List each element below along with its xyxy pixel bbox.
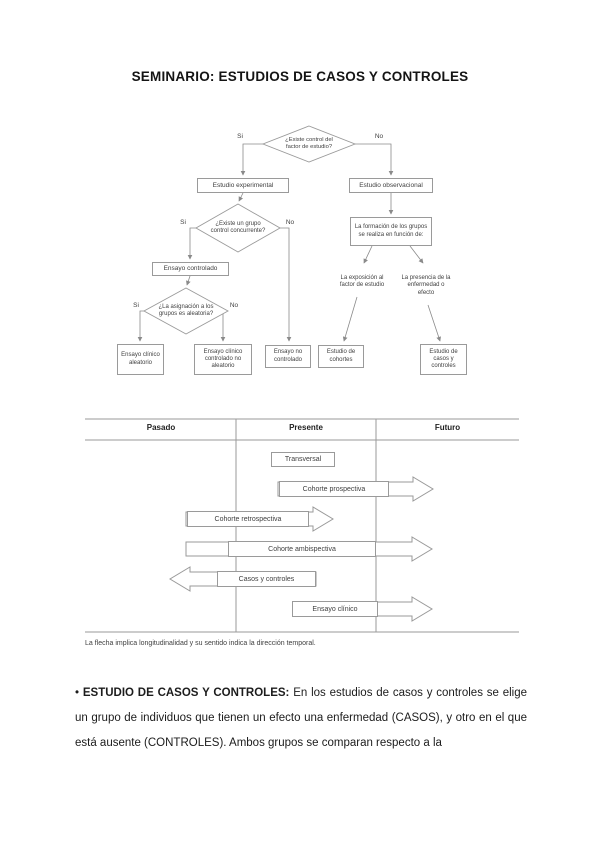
decision-diamond-control-factor: [261, 125, 357, 163]
decision-diamond-asignacion: [143, 287, 229, 335]
page-title: SEMINARIO: ESTUDIOS DE CASOS Y CONTROLES: [131, 69, 469, 84]
flowchart-connectors: [137, 143, 441, 342]
branch-label-si-2: Si: [180, 219, 186, 226]
node-estudio-observacional: Estudio observacional: [349, 178, 433, 193]
decision-grupo-control-label: ¿Existe un grupo control concurrente?: [210, 220, 266, 234]
bullet-marker: •: [75, 687, 80, 699]
body-paragraph: • ESTUDIO DE CASOS Y CONTROLES: En los e…: [75, 681, 527, 756]
timeline-column-futuro: Futuro: [434, 423, 461, 432]
timeline-column-presente: Presente: [289, 423, 323, 432]
node-estudio-casos-controles: Estudio de casos y controles: [420, 344, 467, 375]
node-ensayo-controlado: Ensayo controlado: [152, 262, 229, 276]
decision-asignacion-label: ¿La asignación a los grupos es aleatoria…: [158, 303, 214, 317]
timeline-label-cohorte-ambispectiva: Cohorte ambispectiva: [228, 541, 376, 557]
timeline-caption: La flecha implica longitudinalidad y su …: [85, 640, 316, 647]
node-estudio-experimental: Estudio experimental: [197, 178, 289, 193]
decision-diamond-grupo-control: [195, 203, 281, 253]
branch-label-si-3: Si: [133, 302, 139, 309]
node-ensayo-clinico-aleatorio: Ensayo clínico aleatorio: [117, 344, 164, 375]
node-ensayo-clinico-no-aleatorio: Ensayo clínico controlado no aleatorio: [194, 344, 252, 375]
timeline-label-transversal: Transversal: [271, 452, 335, 467]
branch-label-no-3: No: [229, 302, 239, 309]
node-estudio-cohortes: Estudio de cohortes: [318, 345, 364, 368]
decision-control-factor-label: ¿Existe control del factor de estudio?: [285, 137, 333, 150]
timeline-label-cohorte-retrospectiva: Cohorte retrospectiva: [187, 511, 309, 527]
node-formacion-grupos: La formación de los grupos se realiza en…: [350, 217, 432, 246]
node-exposicion-factor: La exposición al factor de estudio: [339, 274, 385, 288]
branch-label-si-1: Si: [237, 133, 243, 140]
branch-label-no-1: No: [374, 133, 384, 140]
timeline-label-ensayo-clinico: Ensayo clínico: [292, 601, 378, 617]
timeline-label-casos-controles: Casos y controles: [217, 571, 316, 587]
branch-label-no-2: No: [285, 219, 295, 226]
paragraph-heading: ESTUDIO DE CASOS Y CONTROLES:: [82, 687, 290, 699]
timeline-label-cohorte-prospectiva: Cohorte prospectiva: [279, 481, 389, 497]
node-ensayo-no-controlado: Ensayo no controlado: [265, 345, 311, 368]
paragraph-text: En los estudios de casos y controles se …: [75, 687, 528, 749]
node-presencia-enfermedad: La presencia de la enfermedad o efecto: [401, 275, 451, 296]
timeline-column-pasado: Pasado: [146, 423, 176, 432]
